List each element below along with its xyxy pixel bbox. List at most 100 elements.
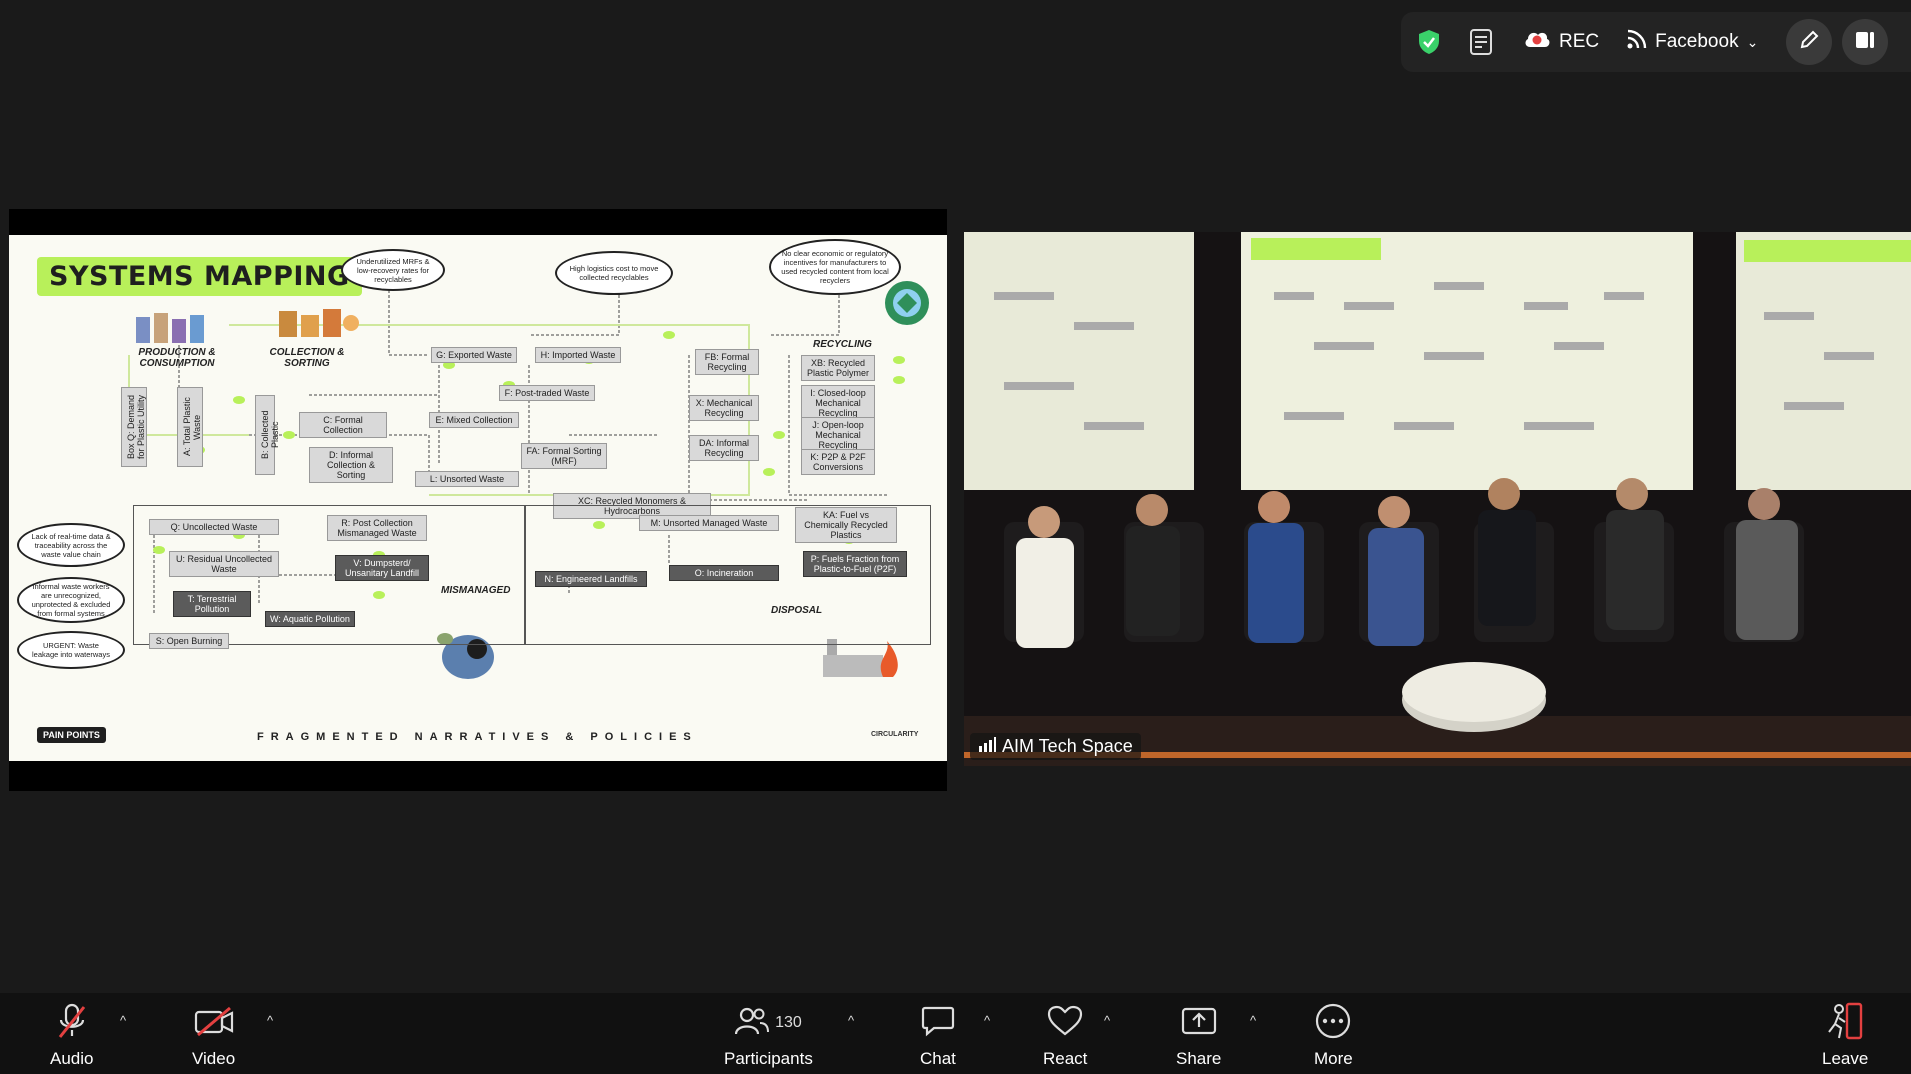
- leave-label: Leave: [1822, 1049, 1869, 1068]
- collection-illustration: [279, 309, 359, 337]
- node-post-traded-waste: F: Post-traded Waste: [499, 385, 595, 401]
- node-formal-collection: C: Formal Collection: [299, 412, 387, 438]
- pain-bubble-leakage: URGENT: Waste leakage into waterways: [17, 631, 125, 669]
- node-formal-sorting: FA: Formal Sorting (MRF): [521, 443, 607, 469]
- chevron-down-icon: ⌄: [1746, 33, 1759, 50]
- video-frame: [964, 232, 1911, 766]
- node-collected-plastic: B: Collected Plastic: [255, 395, 280, 475]
- share-label: Share: [1176, 1049, 1222, 1068]
- react-label: React: [1043, 1049, 1088, 1068]
- node-fuel-vs-chemical: KA: Fuel vs Chemically Recycled Plastics: [795, 507, 897, 543]
- recycling-globe-icon: [885, 281, 929, 325]
- node-recycled-monomers: XC: Recycled Monomers & Hydrocarbons: [553, 493, 711, 519]
- leave-button[interactable]: Leave: [1822, 1002, 1869, 1069]
- node-engineered-landfills: N: Engineered Landfills: [535, 571, 647, 587]
- video-button[interactable]: Video: [192, 1003, 235, 1069]
- node-formal-recycling: FB: Formal Recycling: [695, 349, 759, 375]
- share-button[interactable]: Share: [1176, 1003, 1221, 1069]
- node-aquatic-pollution: W: Aquatic Pollution: [265, 611, 355, 627]
- security-shield-icon[interactable]: [1417, 29, 1441, 55]
- share-screen-icon: [1181, 1006, 1217, 1041]
- mismanaged-panel: [133, 505, 525, 645]
- pain-bubble-informal-workers: Informal waste workers are unrecognized,…: [17, 577, 125, 623]
- node-unsorted-waste: L: Unsorted Waste: [415, 471, 519, 487]
- slide-footer: FRAGMENTED NARRATIVES & POLICIES: [257, 731, 698, 743]
- node-open-loop: J: Open-loop Mechanical Recycling: [801, 417, 875, 453]
- production-illustration: [136, 313, 204, 343]
- stream-destination-label: Facebook: [1655, 31, 1739, 52]
- audio-button[interactable]: Audio: [50, 1003, 93, 1069]
- participants-button[interactable]: 130 Participants: [724, 1003, 813, 1069]
- rss-stream-icon: [1627, 29, 1647, 55]
- shared-screen[interactable]: SYSTEMS MAPPING: [9, 209, 947, 791]
- livestream-indicator[interactable]: Facebook ⌄: [1627, 29, 1758, 55]
- meeting-toolbar: Audio ^ Video ^ 130 Participants ^ Chat …: [0, 993, 1911, 1074]
- section-production: PRODUCTION & CONSUMPTION: [138, 347, 216, 369]
- node-dumpsite: V: Dumpsterd/ Unsanitary Landfill: [335, 555, 429, 581]
- chat-options-caret[interactable]: ^: [984, 1013, 991, 1028]
- audio-label: Audio: [50, 1049, 94, 1068]
- node-informal-recycling: DA: Informal Recycling: [689, 435, 759, 461]
- pain-points-badge: PAIN POINTS: [37, 727, 106, 743]
- node-terrestrial-pollution: T: Terrestrial Pollution: [173, 591, 251, 617]
- participants-count: 130: [775, 1014, 802, 1031]
- node-fuels-fraction: P: Fuels Fraction from Plastic-to-Fuel (…: [803, 551, 907, 577]
- react-button[interactable]: React: [1043, 1003, 1087, 1069]
- audio-options-caret[interactable]: ^: [120, 1013, 127, 1028]
- side-panel-icon: [1854, 29, 1876, 56]
- react-options-caret[interactable]: ^: [1104, 1013, 1111, 1028]
- camera-off-icon: [194, 1005, 234, 1042]
- node-informal-collection: D: Informal Collection & Sorting: [309, 447, 393, 483]
- video-options-caret[interactable]: ^: [267, 1013, 274, 1028]
- node-uncollected-waste: Q: Uncollected Waste: [149, 519, 279, 535]
- participants-icon: [734, 1006, 770, 1041]
- participant-name: AIM Tech Space: [1002, 736, 1133, 756]
- node-p2p-p2f: K: P2P & P2F Conversions: [801, 449, 875, 475]
- node-imported-waste: H: Imported Waste: [535, 347, 621, 363]
- participant-name-tag: AIM Tech Space: [970, 733, 1141, 760]
- cloud-recording-indicator[interactable]: REC: [1523, 29, 1599, 55]
- slide-title: SYSTEMS MAPPING: [37, 257, 362, 296]
- pain-bubble-data: Lack of real-time data & traceability ac…: [17, 523, 125, 567]
- node-closed-loop: I: Closed-loop Mechanical Recycling: [801, 385, 875, 421]
- node-exported-waste: G: Exported Waste: [431, 347, 517, 363]
- captions-icon[interactable]: [1469, 28, 1495, 56]
- more-button[interactable]: More: [1314, 1003, 1353, 1069]
- chat-bubble-icon: [921, 1005, 955, 1042]
- heart-icon: [1047, 1005, 1083, 1042]
- rec-label: REC: [1559, 31, 1600, 52]
- signal-bars-icon: [978, 736, 996, 757]
- section-collection: COLLECTION & SORTING: [269, 347, 345, 369]
- participant-video-tile[interactable]: AIM Tech Space: [964, 232, 1911, 766]
- pain-bubble-mrfs: Underutilized MRFs & low-recovery rates …: [341, 249, 445, 291]
- node-mixed-collection: E: Mixed Collection: [429, 412, 519, 428]
- section-disposal: DISPOSAL: [771, 605, 823, 616]
- factory-icon: [823, 639, 898, 677]
- more-label: More: [1314, 1049, 1353, 1068]
- pain-bubble-incentives: No clear economic or regulatory incentiv…: [769, 239, 901, 295]
- annotate-pen-button[interactable]: [1786, 19, 1833, 65]
- participants-options-caret[interactable]: ^: [848, 1013, 855, 1028]
- share-options-caret[interactable]: ^: [1250, 1013, 1257, 1028]
- node-post-collection-mismanaged: R: Post Collection Mismanaged Waste: [327, 515, 427, 541]
- circularity-logo: CIRCULARITY: [871, 731, 919, 738]
- node-total-waste: A: Total Plastic Waste: [177, 387, 203, 467]
- chat-button[interactable]: Chat: [920, 1003, 956, 1069]
- mic-muted-icon: [56, 1003, 88, 1044]
- node-incineration: O: Incineration: [669, 565, 779, 581]
- systems-mapping-slide: SYSTEMS MAPPING: [9, 235, 947, 761]
- more-dots-icon: [1315, 1003, 1351, 1044]
- node-residual-uncollected: U: Residual Uncollected Waste: [169, 551, 279, 577]
- node-open-burning: S: Open Burning: [149, 633, 229, 649]
- pain-bubble-logistics: High logistics cost to move collected re…: [555, 251, 673, 295]
- section-mismanaged: MISMANAGED: [441, 585, 511, 596]
- leave-door-icon: [1825, 1002, 1865, 1045]
- pen-icon: [1798, 29, 1820, 56]
- node-mechanical-recycling: X: Mechanical Recycling: [689, 395, 759, 421]
- cloud-record-icon: [1523, 29, 1551, 55]
- node-recycled-polymer: XB: Recycled Plastic Polymer: [801, 355, 875, 381]
- node-unsorted-managed: M: Unsorted Managed Waste: [639, 515, 779, 531]
- node-demand: Box Q: Demand for Plastic Utility: [121, 387, 147, 467]
- side-panel-button[interactable]: [1842, 19, 1889, 65]
- disposal-panel: [525, 505, 931, 645]
